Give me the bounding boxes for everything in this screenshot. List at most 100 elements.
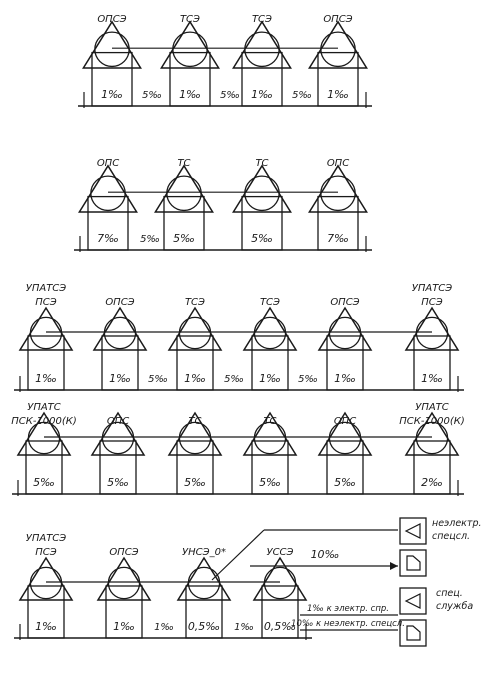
station-value: 1‰ [101,88,123,101]
station: ТСЭ 1‰ [242,297,298,391]
side-label-upper: спецсл. [432,531,470,542]
station-triangle [167,306,223,351]
station-value: 1‰ [184,372,206,385]
station-triangle [90,411,146,456]
station-box [317,51,359,107]
station-circle [94,31,130,68]
station-value: 7‰ [97,232,119,245]
station-triangle [308,20,368,69]
station-triangle [18,306,74,351]
station-triangle [404,306,460,351]
side-label-upper: неэлектр. [432,518,482,529]
station-triangle [96,556,152,601]
side-label-lower: служба [436,601,473,612]
station-box [99,440,137,495]
device-box [399,619,427,647]
station-box [27,335,65,391]
station-circle [253,421,287,455]
station-label: ТС [255,158,268,169]
row-row4: УПАТСПСК-1000(К)5‰ОПС5‰ТС5‰ТС5‰ОПС5‰УПАТ… [11,402,465,496]
station: ОПС 7‰ [308,158,368,251]
station-box [251,335,289,391]
station-value: 1‰ [109,372,131,385]
station-triangle [232,164,292,213]
station-box [241,195,283,251]
station-circle [107,566,141,600]
station-label: ОПС [327,158,349,169]
station-label: УПАТСЭ [412,283,453,294]
station-circle [328,316,362,350]
station-triangle [18,556,74,601]
station-box [87,195,129,251]
station-value: 5‰ [259,476,281,489]
station-value: 1‰ [259,372,281,385]
station-box [91,51,133,107]
station-label: ТСЭ [260,297,280,308]
terminal-icon [404,593,421,609]
station-circle [253,316,287,350]
phone-icon [406,555,421,571]
station-box [413,440,451,495]
station-triangle [176,556,232,601]
station-label: УПАТС [415,402,449,413]
gap-value: 1‰ [154,622,174,633]
station-triangle [242,306,298,351]
station-label: ТСЭ [180,14,200,25]
station-circle [178,421,212,455]
station-triangle [404,411,460,456]
station-triangle [242,411,298,456]
terminal-icon [404,523,421,539]
station-circle [187,566,221,600]
station: ТС5‰ [154,158,214,251]
station-value: 5‰ [107,476,129,489]
station-label: ОПСЭ [323,14,352,25]
station-label: ПСЭ [35,547,57,558]
station-circle [29,566,63,600]
station-value: 1‰ [35,620,57,633]
callout-bottom-1: 1‰ к электр. спр. [307,604,389,614]
station-value: 5‰ [33,476,55,489]
station-label: УПАТС [27,402,61,413]
station: ТС5‰ [242,411,298,495]
phone-icon [406,625,421,641]
callout-top-value: 10‰ [311,548,340,561]
station-label: УПАТСЭ [26,283,67,294]
gap-value: 5‰ [142,90,162,101]
station-circle [172,31,208,68]
station-triangle [160,20,220,69]
station: УССЭ 0,5‰ [252,547,308,639]
station-label: ТС [188,416,201,427]
gap-value: 1‰ [234,622,254,633]
station-value: 1‰ [113,620,135,633]
station-value: 1‰ [179,88,201,101]
station-label: УССЭ [266,547,293,558]
side-label-lower: спец. [436,588,463,599]
station-value: 0,5‰ [264,620,296,633]
station-circle [178,316,212,350]
station-box [169,51,211,107]
station: ОПС 5‰ [90,411,146,495]
station-triangle [317,306,373,351]
station-triangle [78,164,138,213]
station-triangle [92,306,148,351]
station-box [185,585,223,639]
station-label: ПСК-1000(К) [399,416,465,427]
station-circle [415,421,449,455]
station-value: 7‰ [327,232,349,245]
station-circle [263,566,297,600]
station-value: 5‰ [334,476,356,489]
station-label: ОПС [107,416,129,427]
station-circle [244,31,280,68]
station-box [27,585,65,639]
device-box [399,549,427,577]
station-label: ТСЭ [252,14,272,25]
